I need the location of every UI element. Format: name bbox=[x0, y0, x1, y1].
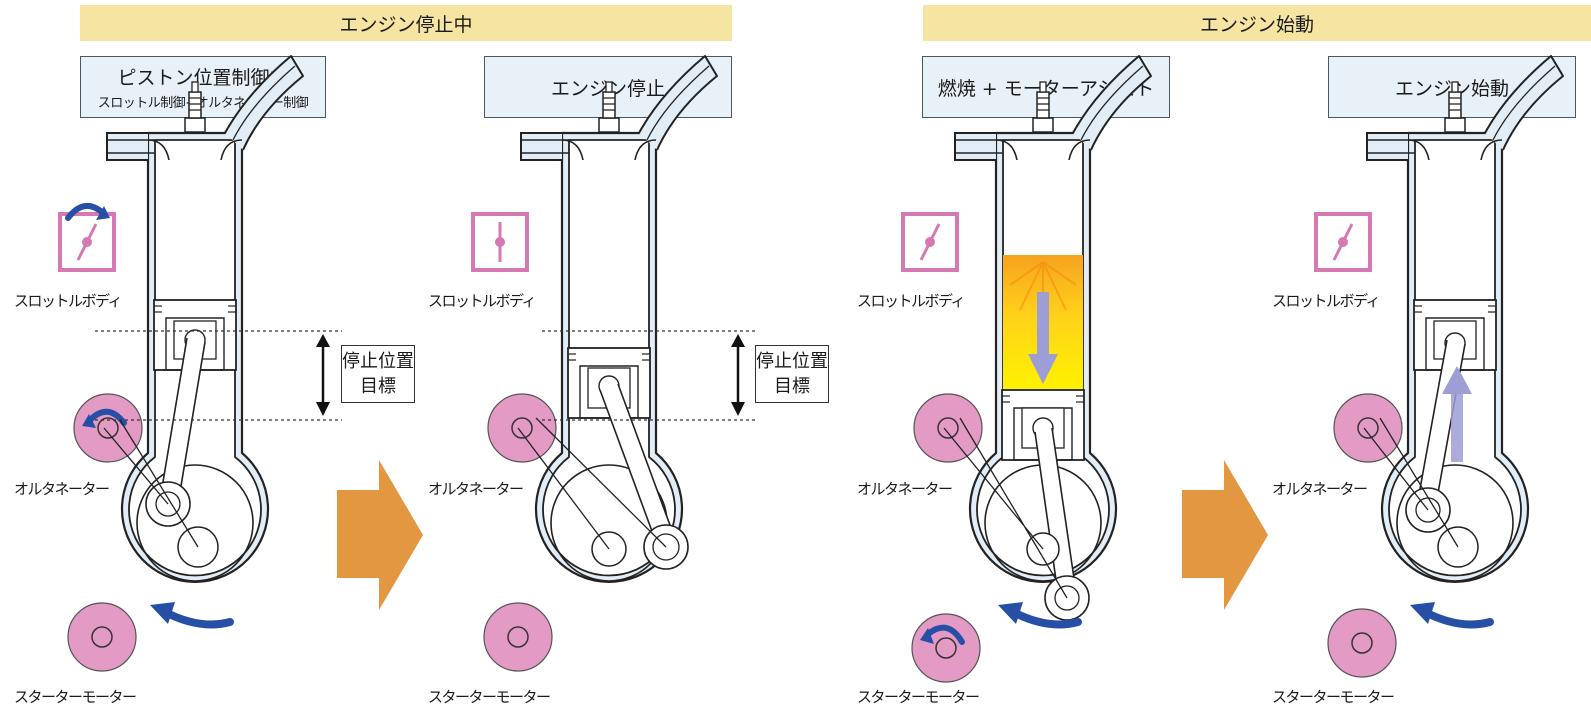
target-position-box: 停止位置 目標 bbox=[755, 345, 829, 403]
state-piston-control-title: ピストン位置制御中 bbox=[117, 67, 289, 89]
alternator-pulley-icon bbox=[1333, 393, 1403, 463]
engine-stage-combustion-assist bbox=[901, 54, 1153, 683]
alternator-pulley-icon bbox=[913, 393, 983, 463]
throttle-body-icon bbox=[901, 212, 959, 272]
throttle-body-icon bbox=[471, 212, 529, 272]
crank-rotation-arrow bbox=[161, 608, 234, 629]
header-engine-starting: エンジン始動 bbox=[923, 5, 1591, 41]
header-engine-stopping: エンジン停止中 bbox=[80, 5, 732, 41]
alternator-label: オルタネーター bbox=[428, 480, 524, 498]
rotation-arrow-head bbox=[96, 206, 110, 220]
piston-motion-arrow bbox=[1028, 292, 1058, 384]
starter-motor-label: スターターモーター bbox=[428, 688, 551, 706]
starter-pulley-icon bbox=[1327, 608, 1397, 678]
starter-rotation-arrow bbox=[925, 624, 965, 645]
target-range-arrow bbox=[316, 334, 330, 416]
rotation-arrow-icon bbox=[65, 203, 107, 221]
starter-pulley-icon bbox=[67, 602, 137, 672]
starter-motor-label: スターターモーター bbox=[1272, 688, 1395, 706]
throttle-body-label: スロットルボディ bbox=[1272, 292, 1380, 310]
throttle-body-icon bbox=[58, 212, 116, 272]
crank-rotation-arrow bbox=[1009, 608, 1082, 629]
alternator-label: オルタネーター bbox=[1272, 480, 1368, 498]
target-label-line1: 停止位置 bbox=[756, 351, 828, 372]
target-label-line2: 目標 bbox=[774, 376, 810, 397]
starter-pulley-icon bbox=[911, 613, 981, 683]
header-engine-starting-text: エンジン始動 bbox=[1199, 13, 1314, 36]
starter-motor-label: スターターモーター bbox=[857, 688, 980, 706]
target-position-box: 停止位置 目標 bbox=[341, 345, 415, 403]
target-label-line2: 目標 bbox=[360, 376, 396, 397]
right-arrow-icon bbox=[337, 460, 423, 610]
starter-pulley-icon bbox=[483, 602, 553, 672]
engine-stage-engine-start bbox=[1314, 54, 1565, 678]
alternator-label: オルタネーター bbox=[14, 480, 110, 498]
target-label-line1: 停止位置 bbox=[342, 351, 414, 372]
engine-stage-engine-stop bbox=[471, 54, 755, 672]
throttle-body-label: スロットルボディ bbox=[428, 292, 536, 310]
throttle-body-icon bbox=[1314, 212, 1372, 272]
starter-motor-label: スターターモーター bbox=[14, 688, 137, 706]
right-arrow-icon bbox=[1182, 460, 1268, 610]
crank-rotation-arrow bbox=[1421, 608, 1494, 629]
target-range-arrow bbox=[731, 334, 745, 416]
engine-stage-piston-control bbox=[58, 54, 342, 672]
piston-motion-arrow bbox=[1442, 366, 1472, 462]
header-engine-stopping-text: エンジン停止中 bbox=[339, 13, 473, 36]
throttle-body-label: スロットルボディ bbox=[14, 292, 122, 310]
throttle-body-label: スロットルボディ bbox=[857, 292, 965, 310]
alternator-pulley-icon bbox=[73, 393, 143, 463]
alternator-label: オルタネーター bbox=[857, 480, 953, 498]
